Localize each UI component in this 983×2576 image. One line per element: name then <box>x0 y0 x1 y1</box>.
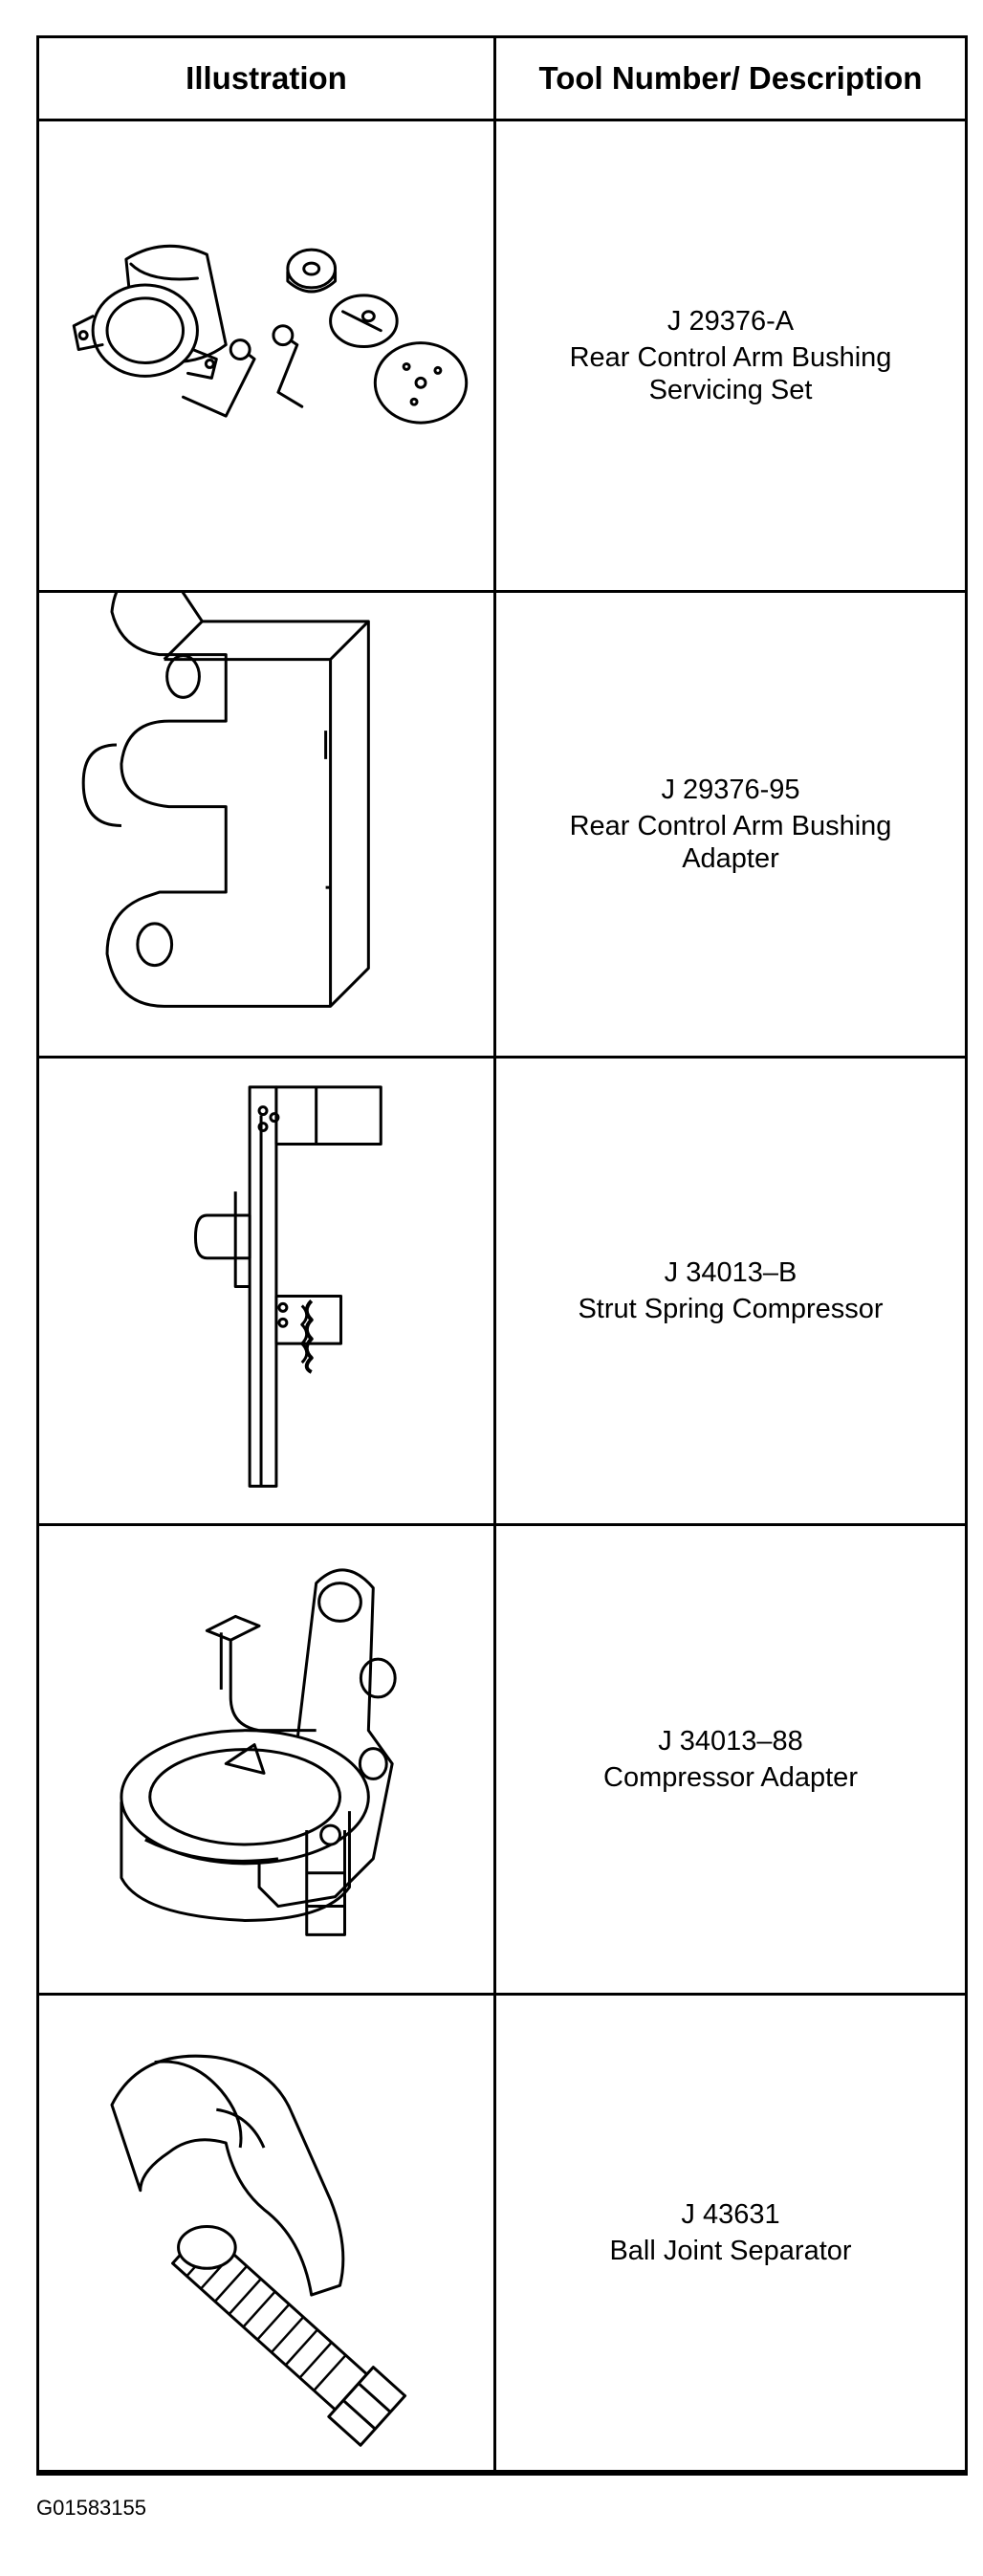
tool-desc-line1: Strut Spring Compressor <box>578 1294 884 1324</box>
header-illustration: Illustration <box>186 60 347 96</box>
tool-description: J 34013–B Strut Spring Compressor <box>496 1059 965 1523</box>
tool-table: Illustration Tool Number/ Description <box>36 35 968 2476</box>
tool-desc-line1: Rear Control Arm Bushing <box>569 811 892 841</box>
figure-caption: G01583155 <box>36 2496 146 2520</box>
table-header: Illustration Tool Number/ Description <box>39 38 965 121</box>
compressor-adapter-illustration <box>39 1526 493 1993</box>
tool-number: J 34013–88 <box>658 1726 803 1757</box>
tool-number: J 29376-95 <box>661 775 800 805</box>
ball-joint-separator-illustration <box>39 1996 493 2470</box>
tool-description: J 29376-A Rear Control Arm Bushing Servi… <box>496 121 965 590</box>
tool-number: J 43631 <box>681 2199 780 2230</box>
tool-description: J 34013–88 Compressor Adapter <box>496 1526 965 1993</box>
table-row: J 29376-95 Rear Control Arm Bushing Adap… <box>39 593 965 1059</box>
bushing-servicing-set-illustration <box>39 121 493 590</box>
table-row: J 43631 Ball Joint Separator <box>39 1996 965 2473</box>
column-divider <box>493 38 496 2473</box>
bushing-adapter-illustration <box>39 593 493 1056</box>
tool-description: J 29376-95 Rear Control Arm Bushing Adap… <box>496 593 965 1056</box>
tool-desc-line2: Servicing Set <box>648 375 813 405</box>
tool-number: J 29376-A <box>666 306 795 337</box>
tool-desc-line1: Compressor Adapter <box>603 1762 858 1793</box>
table-row: J 29376-A Rear Control Arm Bushing Servi… <box>39 121 965 593</box>
spring-compressor-illustration <box>39 1059 493 1523</box>
tool-desc-line1: Rear Control Arm Bushing <box>569 342 892 373</box>
tool-desc-line2: Adapter <box>682 843 779 874</box>
table-row: J 34013–B Strut Spring Compressor <box>39 1059 965 1526</box>
tool-description: J 43631 Ball Joint Separator <box>496 1996 965 2470</box>
tool-desc-line1: Ball Joint Separator <box>609 2236 852 2266</box>
tool-number: J 34013–B <box>664 1257 797 1288</box>
header-description: Tool Number/ Description <box>538 60 923 96</box>
table-row: J 34013–88 Compressor Adapter <box>39 1526 965 1996</box>
